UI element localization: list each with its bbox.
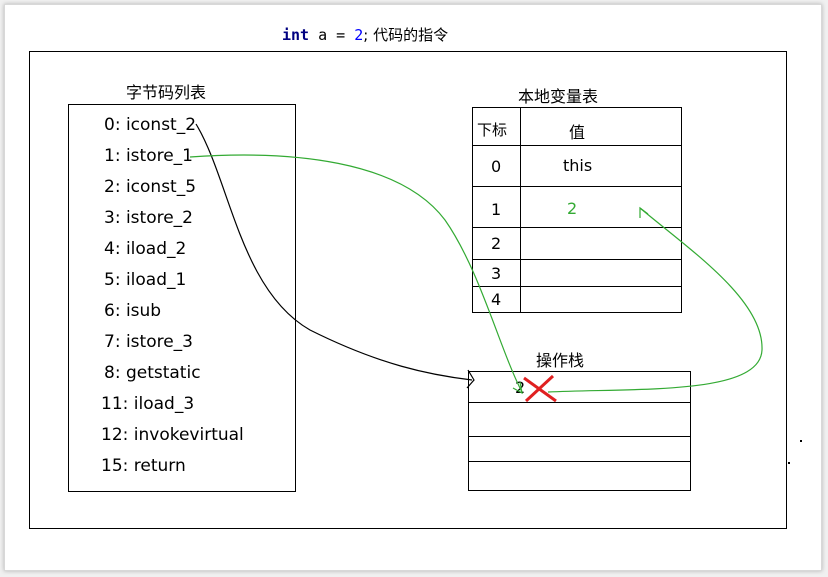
cross-icon bbox=[524, 374, 555, 403]
stray-dot bbox=[788, 462, 790, 464]
push-arrowhead bbox=[466, 369, 475, 389]
row-value: 2 bbox=[567, 199, 578, 218]
diagram-canvas bbox=[4, 4, 822, 571]
operand-stack-heading: 操作栈 bbox=[536, 351, 585, 370]
bytecode-item: 12: invokevirtual bbox=[101, 425, 244, 445]
table-divider bbox=[473, 259, 681, 260]
stack-divider bbox=[469, 402, 690, 403]
row-index: 2 bbox=[491, 234, 502, 253]
diagram-title: int a = 2; 代码的指令 bbox=[282, 24, 448, 45]
bytecode-item: 3: istore_2 bbox=[104, 208, 193, 228]
bytecode-item: 7: istore_3 bbox=[104, 332, 193, 352]
title-code: a = bbox=[309, 26, 355, 44]
bytecode-item: 2: iconst_5 bbox=[104, 177, 197, 197]
table-divider bbox=[473, 186, 681, 187]
row-index: 4 bbox=[491, 290, 502, 309]
bytecode-heading: 字节码列表 bbox=[126, 83, 207, 102]
bytecode-list bbox=[68, 104, 296, 492]
bytecode-item: 11: iload_3 bbox=[101, 394, 195, 414]
store-arrowhead-2 bbox=[639, 206, 649, 218]
row-index: 0 bbox=[491, 157, 502, 176]
bytecode-item: 0: iconst_2 bbox=[104, 115, 197, 135]
bytecode-item: 5: iload_1 bbox=[104, 270, 187, 290]
title-number: 2 bbox=[354, 26, 364, 44]
table-divider bbox=[520, 108, 521, 312]
table-divider bbox=[473, 145, 681, 146]
title-keyword: int bbox=[282, 26, 310, 44]
bytecode-item: 15: return bbox=[101, 456, 186, 476]
row-index: 3 bbox=[491, 264, 502, 283]
col-header-index: 下标 bbox=[477, 121, 508, 139]
col-header-value: 值 bbox=[569, 123, 586, 142]
store-arrowhead-1 bbox=[512, 381, 523, 395]
local-vars-table: 下标 值 0 this 1 2 2 3 4 bbox=[472, 107, 682, 313]
row-index: 1 bbox=[491, 200, 502, 219]
local-vars-heading: 本地变量表 bbox=[518, 87, 599, 106]
store-arrow-out bbox=[189, 154, 523, 393]
table-divider bbox=[473, 227, 681, 228]
push-arrow bbox=[195, 123, 473, 381]
stack-divider bbox=[469, 461, 690, 462]
bytecode-item: 8: getstatic bbox=[104, 363, 201, 383]
outer-frame bbox=[29, 51, 787, 529]
bytecode-item: 1: istore_1 bbox=[104, 146, 193, 166]
bytecode-item: 6: isub bbox=[104, 301, 162, 321]
title-rest: ; 代码的指令 bbox=[363, 26, 449, 44]
table-divider bbox=[473, 286, 681, 287]
bytecode-item: 4: iload_2 bbox=[104, 239, 187, 259]
row-value: this bbox=[563, 156, 593, 175]
stray-dot bbox=[800, 440, 802, 442]
store-arrow-in bbox=[547, 207, 763, 393]
stack-divider bbox=[469, 436, 690, 437]
